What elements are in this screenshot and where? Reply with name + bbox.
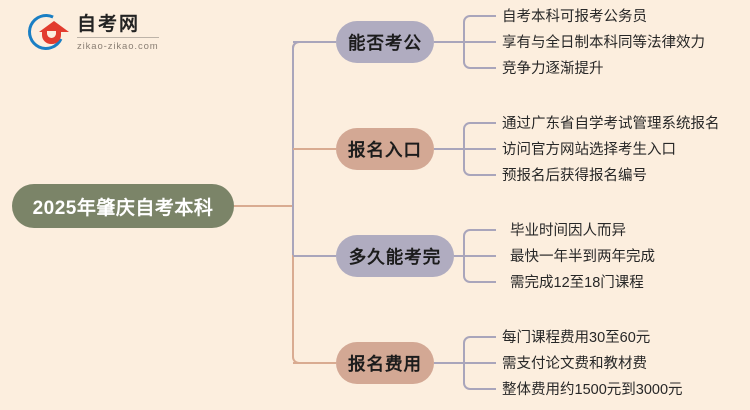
- mindmap-branch-node-1[interactable]: 报名入口: [336, 128, 434, 170]
- mindmap-branch-node-2[interactable]: 多久能考完: [336, 235, 454, 277]
- wire-leaf-bracket-0: [434, 15, 496, 69]
- mindmap-leaf-3-2[interactable]: 整体费用约1500元到3000元: [502, 382, 683, 398]
- mindmap-leaf-0-0[interactable]: 自考本科可报考公务员: [502, 9, 647, 25]
- logo-cap-notch-shape: [47, 31, 56, 38]
- graduation-cap-icon: [22, 8, 70, 56]
- mindmap-leaf-3-0[interactable]: 每门课程费用30至60元: [502, 330, 651, 346]
- logo-cap-body-shape: [42, 32, 61, 44]
- mindmap-branch-node-0[interactable]: 能否考公: [336, 21, 434, 63]
- mindmap-leaf-0-2[interactable]: 竞争力逐渐提升: [502, 61, 604, 77]
- site-logo: 自考网 zikao-zikao.com: [22, 8, 218, 56]
- wire-leaf-bracket-1: [434, 122, 496, 176]
- mindmap-leaf-2-2[interactable]: 需完成12至18门课程: [510, 275, 644, 291]
- logo-subtitle: zikao-zikao.com: [77, 41, 159, 53]
- logo-title: 自考网: [77, 14, 159, 39]
- mindmap-leaf-0-1[interactable]: 享有与全日制本科同等法律效力: [502, 35, 705, 51]
- mindmap-leaf-3-1[interactable]: 需支付论文费和教材费: [502, 356, 647, 372]
- logo-text-block: 自考网 zikao-zikao.com: [77, 14, 159, 53]
- logo-cap-top-shape: [39, 21, 69, 32]
- mindmap-leaf-1-1[interactable]: 访问官方网站选择考生入口: [502, 142, 676, 158]
- mindmap-leaf-2-1[interactable]: 最快一年半到两年完成: [510, 249, 655, 265]
- mindmap-leaf-2-0[interactable]: 毕业时间因人而异: [510, 223, 626, 239]
- wire-leaf-bracket-3: [434, 336, 496, 390]
- wire-leaf-bracket-2: [454, 229, 496, 283]
- wire-trunk: [292, 41, 303, 364]
- mindmap-branch-node-3[interactable]: 报名费用: [336, 342, 434, 384]
- mindmap-root-node[interactable]: 2025年肇庆自考本科: [12, 184, 234, 228]
- wire-trunk-purple: [292, 41, 303, 255]
- mindmap-leaf-1-2[interactable]: 预报名后获得报名编号: [502, 168, 647, 184]
- mindmap-leaf-1-0[interactable]: 通过广东省自学考试管理系统报名: [502, 116, 720, 132]
